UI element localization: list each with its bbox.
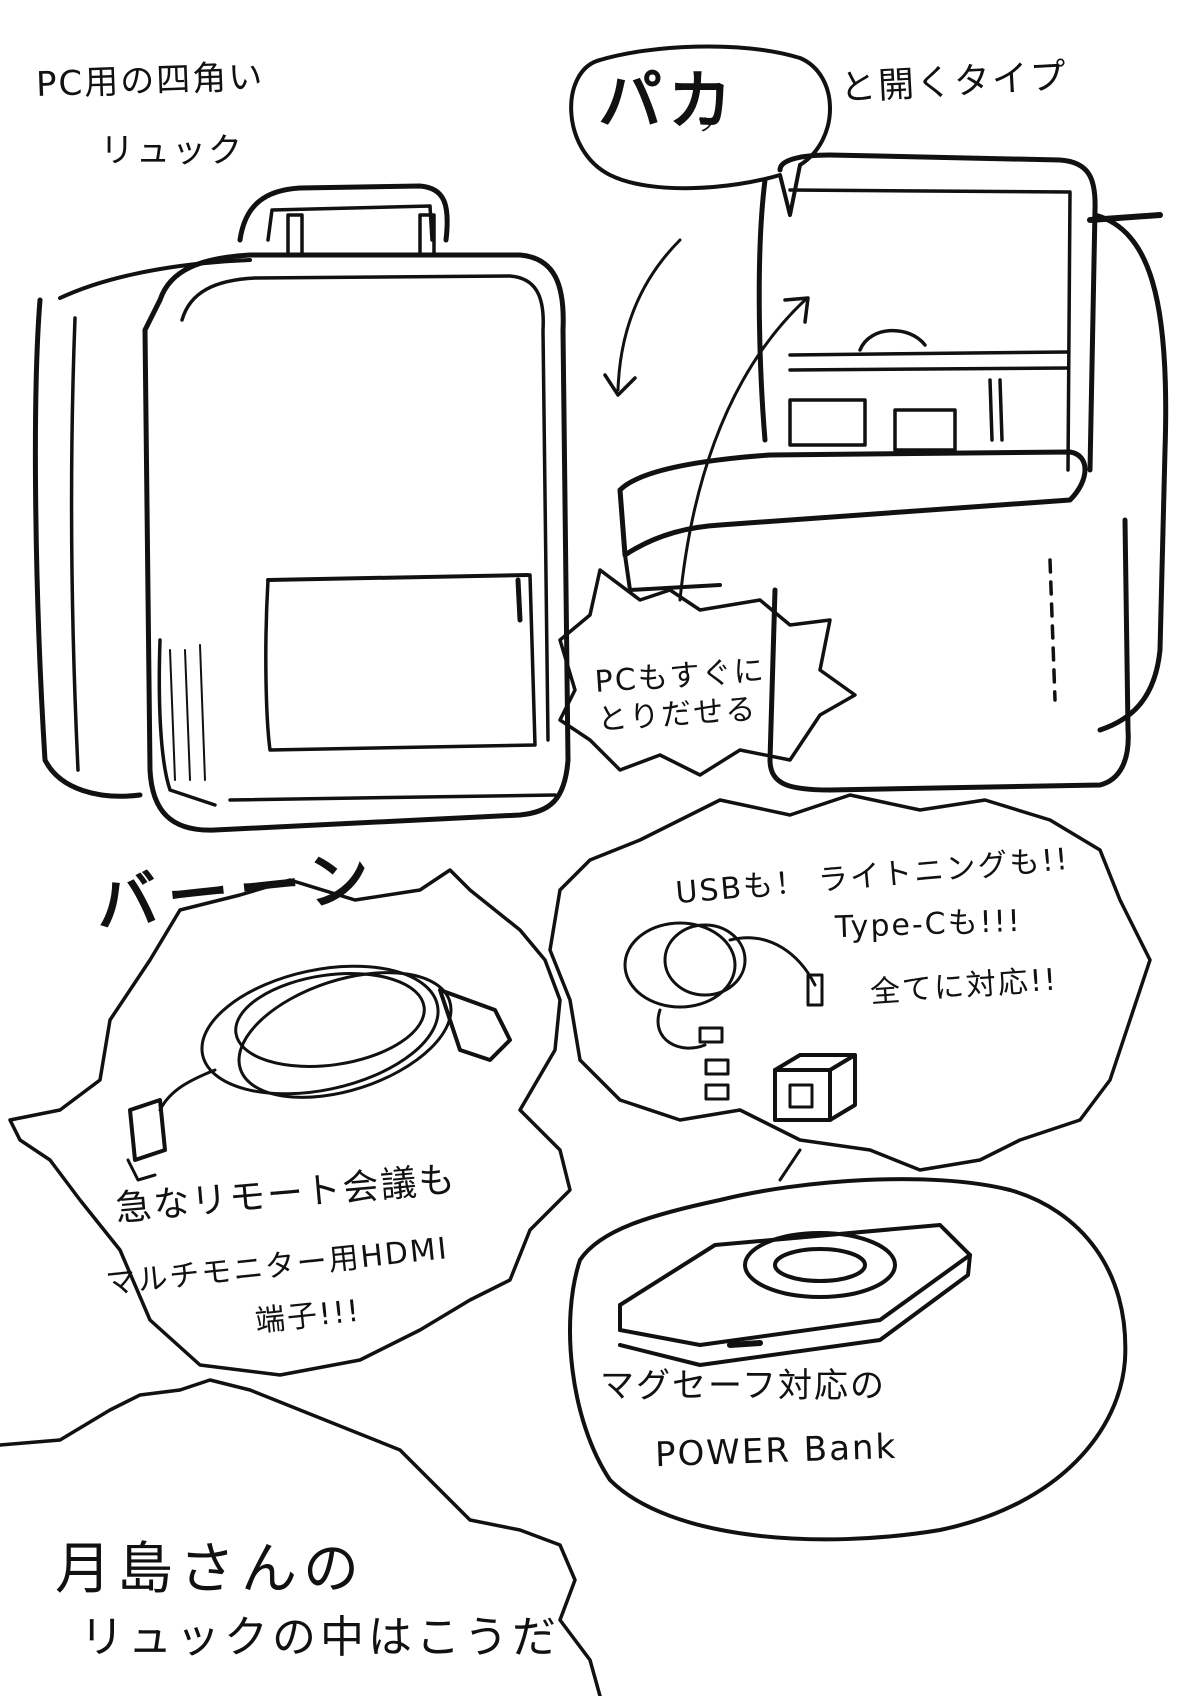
pc-bubble [558,568,857,777]
powerbank-bubble [568,1177,1128,1542]
usb-bubble [548,793,1152,1172]
title-line-2: リュック [100,131,244,171]
pc-quick-access-caption: PCもすぐに とりだせる [593,653,767,738]
power-adapter-illustration [773,1053,857,1122]
hdmi-bubble [8,868,572,1377]
hdmi-cable-illustration [126,964,512,1182]
open-bubble [569,44,832,217]
bottom-caption-line-2: リュックの中はこうだ [80,1612,560,1663]
powerbank-caption-line-2: POWER Bank [654,1426,898,1476]
backpack-closed-illustration [32,183,571,833]
open-sound-effect: パカ [598,65,738,139]
magsafe-power-bank-illustration [618,1223,972,1367]
title-line-1: PC用の四角い [35,57,265,105]
bottom-caption-line-1: 月島さんの [55,1537,365,1602]
backpack-open-illustration [603,152,1169,793]
bottom-caption-frame [0,1378,602,1696]
usb-cables-illustration [623,921,824,1101]
powerbank-caption-line-1: マグセーフ対応の [600,1366,886,1406]
usb-caption-line-2: Type-Cも!!! [834,903,1023,946]
open-sound-effect-small: ッ [695,111,720,136]
